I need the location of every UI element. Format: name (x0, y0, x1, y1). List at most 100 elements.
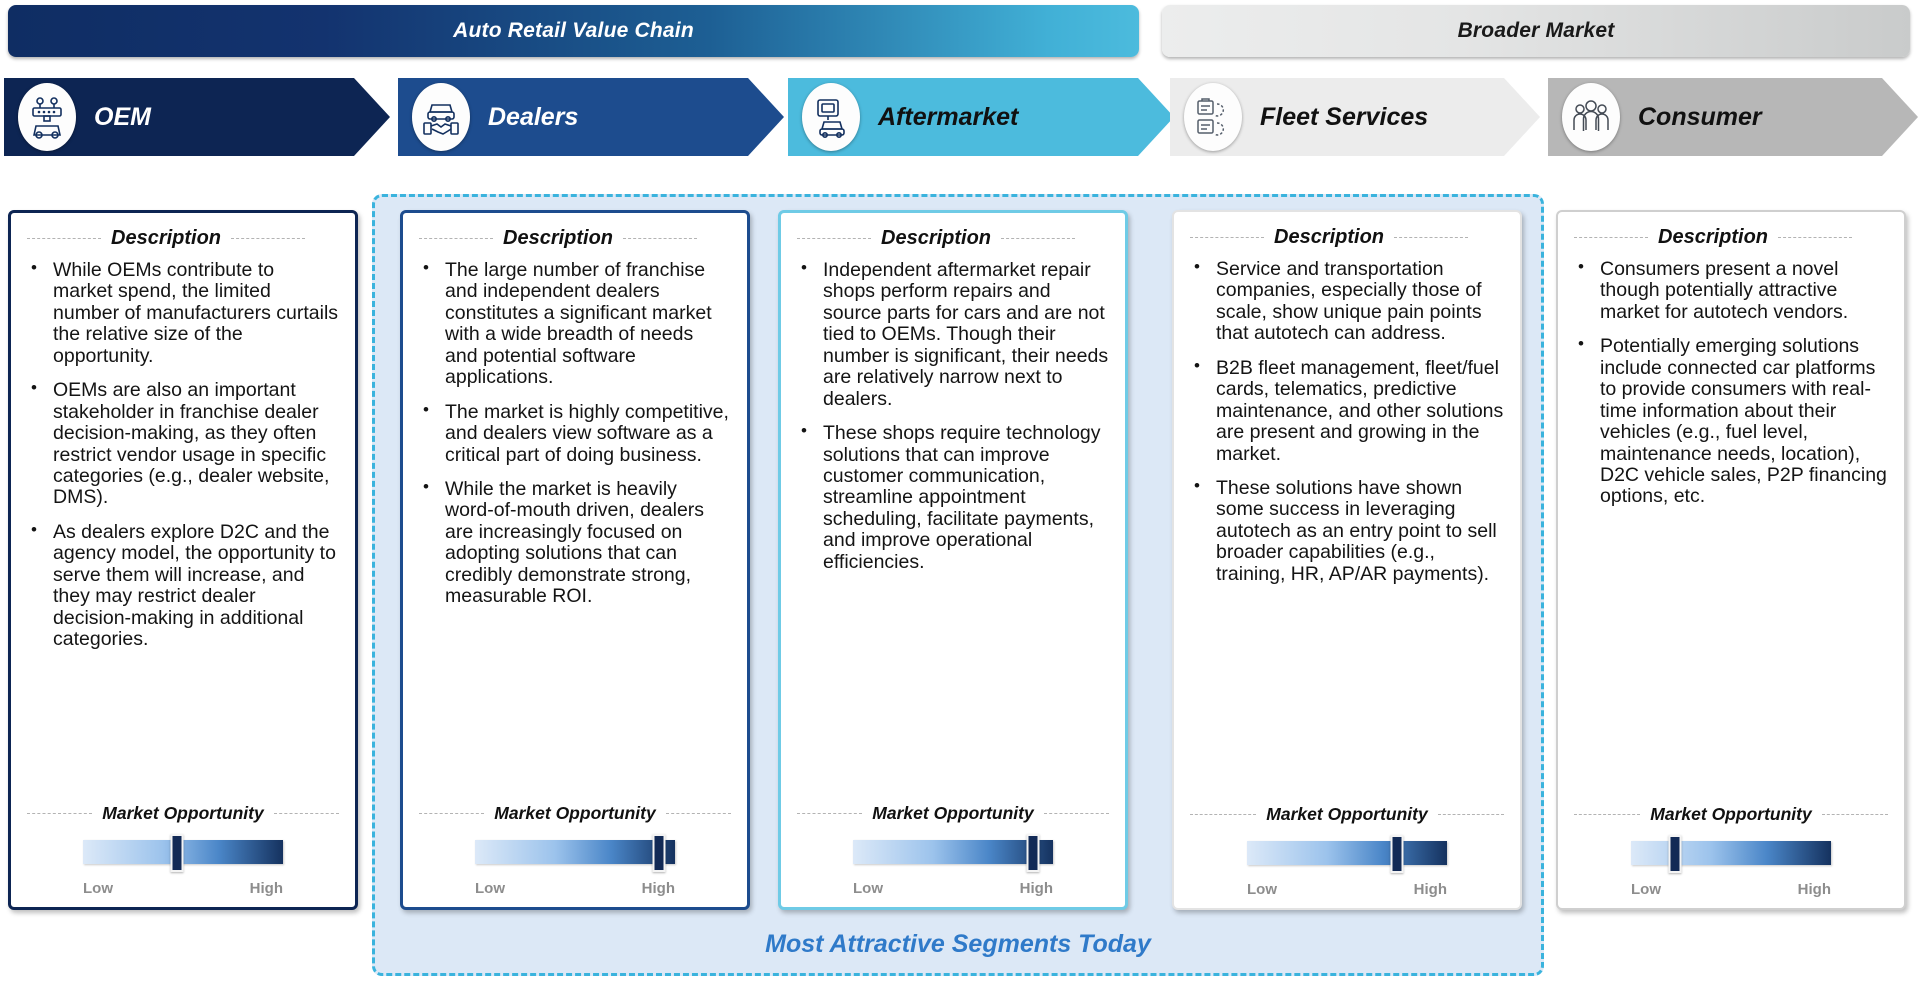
list-item: B2B fleet management, fleet/fuel cards, … (1190, 357, 1504, 465)
scale-marker (652, 834, 666, 872)
divider-left (1574, 814, 1641, 815)
divider-left (1190, 814, 1257, 815)
list-item: Service and transportation companies, es… (1190, 258, 1504, 345)
market-opportunity-header: Market Opportunity (27, 803, 339, 824)
scale-labels: Low High (475, 880, 675, 897)
section-title-description: Description (503, 227, 614, 249)
scale-label-low: Low (1247, 881, 1277, 898)
stage-chevron-oem[interactable]: OEM (4, 78, 390, 156)
market-opportunity-header: Market Opportunity (797, 803, 1109, 824)
scale-label-low: Low (853, 880, 883, 897)
scale-marker (170, 834, 184, 872)
section-title-market-opportunity: Market Opportunity (494, 803, 656, 823)
scale-label-low: Low (1631, 881, 1661, 898)
section-title-market-opportunity: Market Opportunity (1650, 804, 1812, 824)
divider-left (1190, 237, 1264, 238)
divider-left (1574, 237, 1648, 238)
card-dealers: Description The large number of franchis… (400, 210, 750, 910)
card-consumer: Description Consumers present a novel th… (1556, 210, 1906, 910)
stage-chevron-dealers[interactable]: Dealers (398, 78, 784, 156)
section-title-description: Description (1274, 226, 1385, 248)
scale-label-high: High (1797, 881, 1831, 898)
market-opportunity-block: Market Opportunity Low High (1190, 804, 1504, 898)
scale-marker (1668, 835, 1682, 873)
stage-label: Consumer (1638, 102, 1762, 131)
scale-labels: Low High (1247, 881, 1447, 898)
scale-marker (1390, 835, 1404, 873)
banner-label: Broader Market (1457, 19, 1615, 42)
scale-labels: Low High (83, 880, 283, 897)
divider-right (1043, 813, 1109, 814)
scale-label-high: High (249, 880, 283, 897)
market-opportunity-header: Market Opportunity (419, 803, 731, 824)
stage-chevron-fleet-services[interactable]: Fleet Services (1170, 78, 1540, 156)
banner-broader-market: Broader Market (1162, 5, 1910, 57)
banner-label: Auto Retail Value Chain (453, 19, 694, 42)
description-bullets: Service and transportation companies, es… (1190, 258, 1504, 804)
scale-labels: Low High (853, 880, 1053, 897)
divider-right (1437, 814, 1504, 815)
description-header: Description (27, 227, 339, 250)
fleet-clipboard-truck-icon (1184, 83, 1242, 151)
scale-gradient-bar (853, 840, 1053, 864)
card-fleet-services: Description Service and transportation c… (1172, 210, 1522, 910)
list-item: Potentially emerging solutions include c… (1574, 335, 1888, 508)
list-item: Consumers present a novel though potenti… (1574, 258, 1888, 323)
divider-left (797, 813, 863, 814)
list-item: As dealers explore D2C and the agency mo… (27, 521, 339, 651)
stage-chevron-consumer[interactable]: Consumer (1548, 78, 1918, 156)
stage-label: OEM (94, 102, 151, 131)
market-opportunity-scale (853, 834, 1053, 872)
scale-gradient-bar (1247, 841, 1447, 865)
section-title-description: Description (1658, 226, 1769, 248)
section-title-market-opportunity: Market Opportunity (102, 803, 264, 823)
stage-chevron-aftermarket[interactable]: Aftermarket (788, 78, 1174, 156)
divider-right (273, 813, 339, 814)
description-bullets: Consumers present a novel though potenti… (1574, 258, 1888, 804)
description-header: Description (797, 227, 1109, 250)
list-item: These shops require technology solutions… (797, 422, 1109, 573)
list-item: While OEMs contribute to market spend, t… (27, 259, 339, 367)
market-opportunity-header: Market Opportunity (1190, 804, 1504, 825)
scale-gradient-bar (1631, 841, 1831, 865)
description-header: Description (1574, 226, 1888, 249)
description-bullets: The large number of franchise and indepe… (419, 259, 731, 803)
section-title-market-opportunity: Market Opportunity (1266, 804, 1428, 824)
description-header: Description (419, 227, 731, 250)
market-opportunity-block: Market Opportunity Low High (27, 803, 339, 897)
scale-label-low: Low (475, 880, 505, 897)
section-title-description: Description (881, 227, 992, 249)
repair-shop-car-icon (802, 83, 860, 151)
market-opportunity-scale (83, 834, 283, 872)
list-item: Independent aftermarket repair shops per… (797, 259, 1109, 410)
list-item: OEMs are also an important stakeholder i… (27, 379, 339, 509)
divider-right (1001, 238, 1076, 239)
divider-right (1394, 237, 1469, 238)
description-header: Description (1190, 226, 1504, 249)
description-bullets: While OEMs contribute to market spend, t… (27, 259, 339, 803)
market-opportunity-block: Market Opportunity Low High (419, 803, 731, 897)
market-opportunity-block: Market Opportunity Low High (1574, 804, 1888, 898)
banner-auto-retail-value-chain: Auto Retail Value Chain (8, 5, 1139, 57)
people-group-icon (1562, 83, 1620, 151)
factory-robot-car-icon (18, 83, 76, 151)
market-opportunity-scale (1631, 835, 1831, 873)
scale-marker (1026, 834, 1040, 872)
list-item: The market is highly competitive, and de… (419, 401, 731, 466)
list-item: These solutions have shown some success … (1190, 477, 1504, 585)
divider-right (1821, 814, 1888, 815)
stage-label: Dealers (488, 102, 579, 131)
highlight-region-label: Most Attractive Segments Today (765, 930, 1151, 958)
stage-label: Fleet Services (1260, 102, 1429, 131)
divider-left (419, 813, 485, 814)
market-opportunity-header: Market Opportunity (1574, 804, 1888, 825)
market-opportunity-block: Market Opportunity Low High (797, 803, 1109, 897)
divider-left (797, 238, 871, 239)
car-handshake-icon (412, 83, 470, 151)
scale-label-high: High (1019, 880, 1053, 897)
list-item: While the market is heavily word-of-mout… (419, 478, 731, 608)
card-aftermarket: Description Independent aftermarket repa… (778, 210, 1128, 910)
section-title-description: Description (111, 227, 222, 249)
section-title-market-opportunity: Market Opportunity (872, 803, 1034, 823)
